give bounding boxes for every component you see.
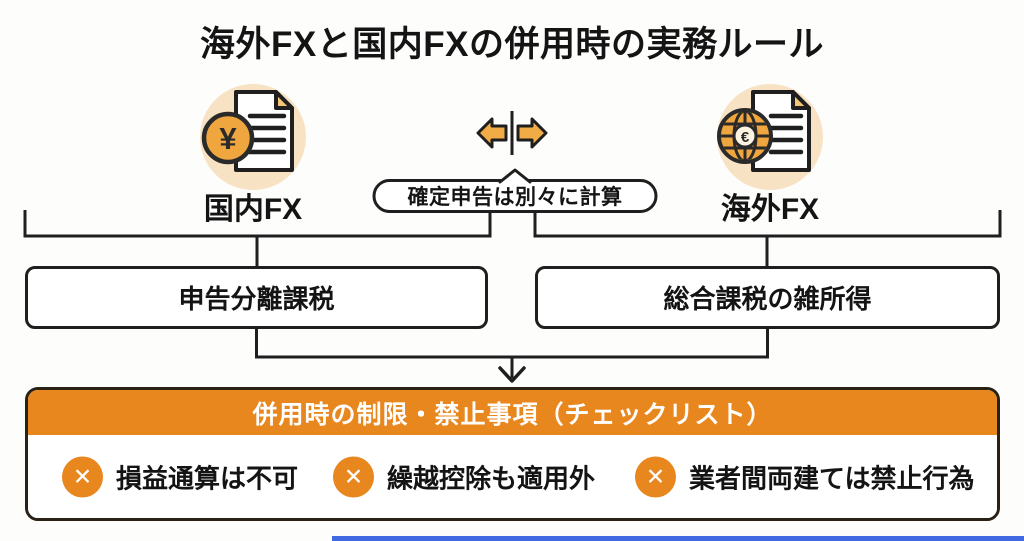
currency-coin (732, 123, 758, 149)
page-title: 海外FXと国内FXの併用時の実務ルール (200, 25, 824, 64)
currency-symbol: € (741, 129, 750, 146)
overseas-fx-icon: € (705, 80, 835, 200)
note-bubble-text: 確定申告は別々に計算 (407, 185, 623, 209)
domestic-tax-box: 申告分離課税 (25, 266, 488, 329)
domestic-tax-label: 申告分離課税 (178, 284, 335, 314)
document-fold (791, 90, 811, 110)
checklist-item: ✕ 業者間両建ては禁止行為 (635, 456, 974, 497)
domestic-fx-label: 国内FX (203, 193, 303, 226)
left-arrow-icon (476, 117, 508, 149)
domestic-fx-icon: ¥ (188, 80, 318, 200)
separate-directions-icon (470, 109, 554, 157)
document-text-lines (247, 113, 287, 155)
cross-icon: ✕ (333, 456, 374, 497)
down-arrowhead-icon (498, 366, 526, 383)
cross-icon: ✕ (635, 456, 676, 497)
bubble-pointer (498, 168, 532, 184)
cross-icon: ✕ (62, 456, 103, 497)
overseas-tax-box: 総合課税の雑所得 (535, 266, 1000, 329)
right-arrow-icon (516, 117, 548, 149)
checklist-panel: 併用時の制限・禁止事項（チェックリスト） ✕ 損益通算は不可 ✕ 繰越控除も適用… (25, 387, 1000, 521)
yen-symbol: ¥ (219, 121, 237, 156)
bubble-shape (372, 168, 658, 213)
checklist-header: 併用時の制限・禁止事項（チェックリスト） (28, 390, 997, 435)
document-text-lines (768, 113, 804, 155)
overseas-fx-label: 海外FX (720, 193, 820, 226)
checklist-item-label: 業者間両建ては禁止行為 (689, 463, 975, 493)
note-bubble: 確定申告は別々に計算 (372, 168, 658, 214)
checklist-body: ✕ 損益通算は不可 ✕ 繰越控除も適用外 ✕ 業者間両建ては禁止行為 (28, 435, 997, 518)
overseas-tax-label: 総合課税の雑所得 (663, 284, 872, 314)
document-globe-icon: € (717, 84, 823, 190)
checklist-item: ✕ 損益通算は不可 (62, 456, 298, 497)
bottom-progress-bar (332, 536, 1024, 541)
yen-coin (201, 111, 255, 165)
checklist-item: ✕ 繰越控除も適用外 (333, 456, 595, 497)
document-fold (274, 90, 294, 110)
checklist-item-label: 繰越控除も適用外 (387, 463, 596, 493)
document-yen-icon: ¥ (200, 84, 306, 190)
checklist-item-label: 損益通算は不可 (116, 463, 299, 493)
